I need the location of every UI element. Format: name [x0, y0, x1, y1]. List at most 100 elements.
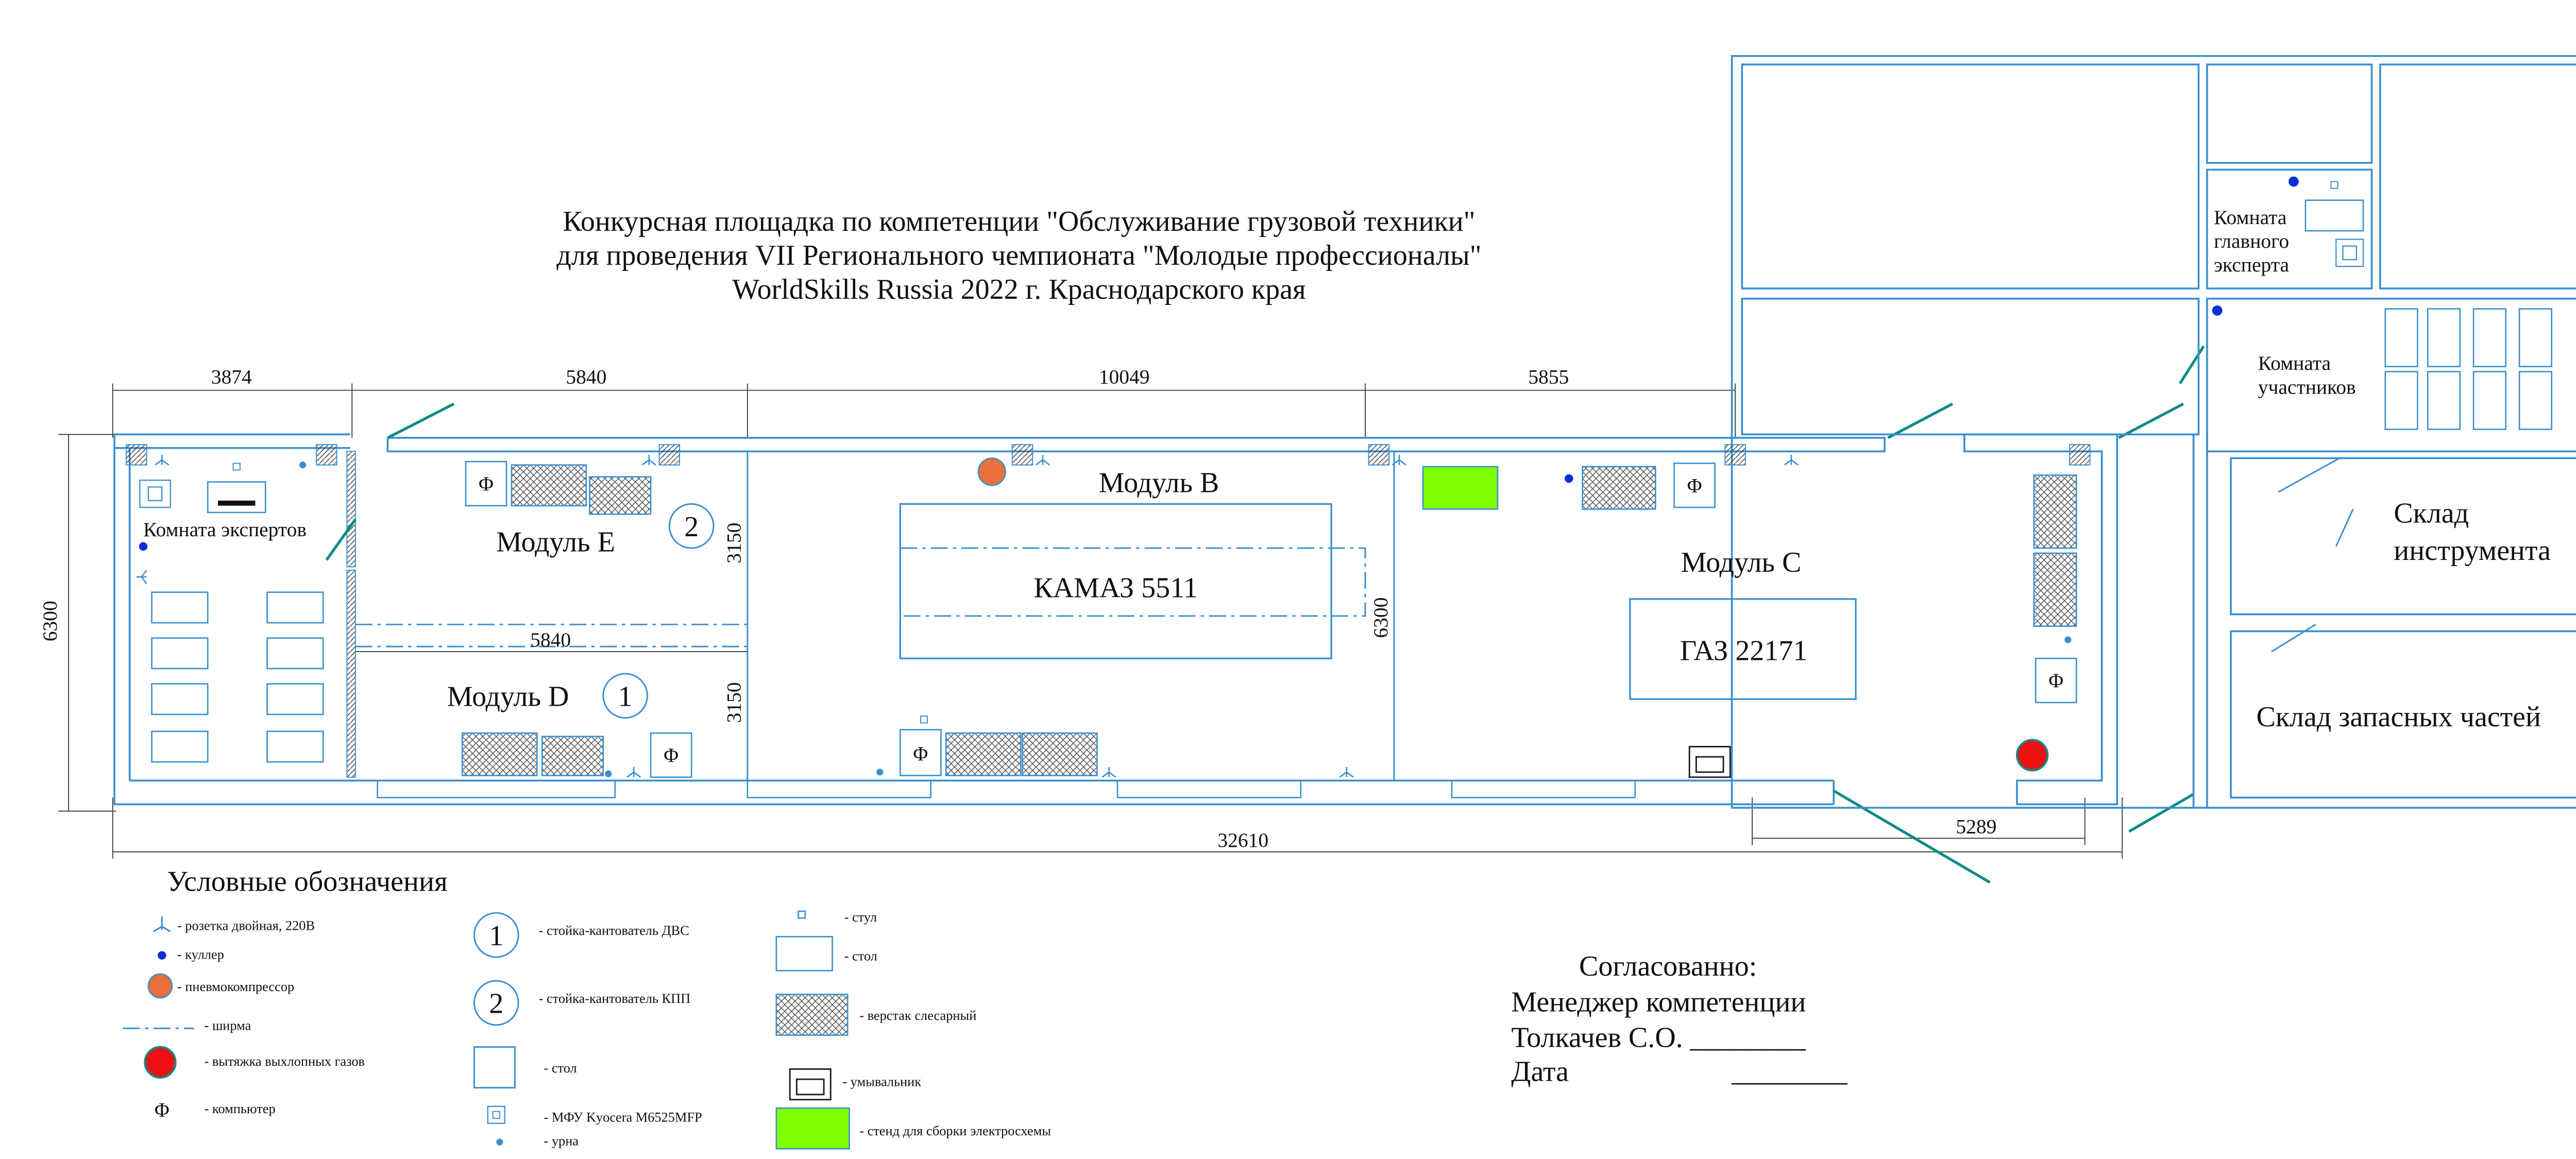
svg-text:Φ: Φ — [2048, 669, 2063, 692]
legend-col3-text: - стул - стол - верстак слесарный - умыв… — [842, 910, 1051, 1138]
dim-side-6300: 6300 — [39, 601, 61, 641]
experts-cooler-2 — [299, 462, 307, 469]
experts-desk-bar — [218, 500, 256, 506]
participants-room-label-1: Комната — [2258, 352, 2331, 374]
svg-text:- розетка двойная, 220В: - розетка двойная, 220В — [177, 918, 315, 933]
module-b-chair — [920, 715, 928, 724]
legend-bin-symbol — [496, 1138, 503, 1146]
electric-stand — [1422, 466, 1499, 510]
svg-text:Φ: Φ — [155, 1099, 170, 1121]
dim-10049: 10049 — [1099, 366, 1150, 388]
parts-store-label: Склад запасных частей — [2256, 701, 2541, 733]
module-c-label: Модуль С — [1681, 547, 1802, 578]
exhaust-extractor — [2015, 739, 2049, 772]
title-line-1: Конкурсная площадка по компетенции "Обсл… — [563, 206, 1475, 237]
participants-room-label-2: участников — [2258, 376, 2356, 398]
svg-text:- куллер: - куллер — [177, 947, 224, 962]
dim-total-32610: 32610 — [1217, 829, 1268, 851]
dim-inner-6300: 6300 — [1369, 598, 1392, 638]
legend-symbols: Φ — [123, 916, 194, 1121]
experts-room-partition — [346, 451, 356, 778]
wall-posts — [126, 444, 2091, 466]
annex-walls — [1731, 55, 2576, 809]
participants-cooler — [2212, 305, 2223, 316]
module-c-computer: Φ — [1673, 463, 1716, 508]
svg-text:- ширма: - ширма — [205, 1018, 251, 1033]
tool-store-label-1: Склад — [2394, 498, 2469, 530]
svg-text:- пневмокомпрессор: - пневмокомпрессор — [177, 979, 294, 994]
module-e-workbenches — [511, 464, 652, 515]
title-line-3: WorldSkills Russia 2022 г. Краснодарског… — [732, 274, 1306, 305]
dim-mid-5840: 5840 — [530, 628, 571, 651]
svg-text:Толкачев С.О. ________: Толкачев С.О. ________ — [1511, 1022, 1806, 1054]
top-dimensions — [112, 383, 1736, 438]
svg-text:Φ: Φ — [913, 742, 928, 765]
module-d-stand-num: 1 — [618, 680, 633, 712]
chief-mfp — [2335, 238, 2364, 267]
participant-tables — [2384, 308, 2552, 430]
compressor — [977, 457, 1006, 486]
experts-tables — [151, 481, 324, 763]
module-d-workbenches — [462, 732, 604, 776]
legend-title: Условные обозначения — [167, 866, 448, 898]
module-c-workbench — [1582, 466, 1656, 510]
tool-store-label-2: инструмента — [2394, 535, 2551, 567]
legend-col2-symbols — [473, 912, 519, 1124]
gaz-vehicle-label: ГАЗ 22171 — [1680, 635, 1807, 667]
legend-sink-symbol — [789, 1068, 832, 1101]
module-e-stand-num: 2 — [684, 511, 699, 543]
left-dimension — [58, 434, 116, 812]
chief-room-label-1: Комната — [2214, 206, 2286, 229]
chief-table — [2304, 199, 2364, 232]
experts-cooler — [139, 542, 148, 551]
svg-text:- стойка-кантователь ДВС: - стойка-кантователь ДВС — [539, 923, 689, 938]
legend-num-1: 1 — [489, 920, 503, 952]
svg-text:Φ: Φ — [479, 472, 494, 495]
module-d-bin — [605, 770, 612, 777]
module-c-right-computer: Φ — [2035, 657, 2077, 704]
dim-5289: 5289 — [1956, 815, 1996, 838]
annex-doors — [2271, 457, 2354, 653]
legend-col3-symbols — [775, 910, 850, 1150]
bottom-dimension — [112, 797, 2123, 859]
experts-chair — [232, 463, 241, 471]
svg-text:Дата: Дата — [1511, 1055, 1569, 1087]
door-swings — [325, 345, 2205, 884]
svg-text:- верстак слесарный: - верстак слесарный — [859, 1008, 976, 1023]
kamaz-vehicle — [899, 503, 1332, 659]
approval-block: Согласованно: Менеджер компетенции Толка… — [1511, 950, 1848, 1087]
svg-text:- урна: - урна — [544, 1134, 579, 1149]
svg-text:- вытяжка выхлопных газов: - вытяжка выхлопных газов — [205, 1054, 365, 1069]
chief-room-label-2: главного — [2214, 230, 2289, 252]
legend-col1-text: - розетка двойная, 220В - куллер - пневм… — [177, 918, 365, 1116]
title-line-2: для проведения VII Регионального чемпион… — [556, 240, 1481, 271]
svg-text:- МФУ Kyocera M6525MFP: - МФУ Kyocera M6525MFP — [544, 1110, 702, 1125]
svg-text:- умывальник: - умывальник — [842, 1074, 921, 1089]
experts-mfp — [139, 480, 171, 508]
svg-text:Φ: Φ — [1687, 474, 1702, 497]
legend-col2-text: - стойка-кантователь ДВС - стойка-кантов… — [539, 923, 702, 1148]
kamaz-vehicle-label: КАМАЗ 5511 — [1033, 572, 1198, 604]
experts-room-label: Комната экспертов — [143, 518, 307, 541]
svg-text:- стол: - стол — [544, 1061, 577, 1076]
plan-title: Конкурсная площадка по компетенции "Обсл… — [556, 206, 1481, 305]
svg-text:Φ: Φ — [664, 744, 679, 766]
dim-5855: 5855 — [1528, 366, 1569, 388]
module-d-stand-marker — [602, 673, 648, 719]
svg-text:- стенд для сборки электросхем: - стенд для сборки электросхемы — [859, 1123, 1051, 1138]
svg-text:- стол: - стол — [844, 949, 877, 964]
chief-room-label-3: эксперта — [2214, 253, 2289, 276]
dim-3874: 3874 — [211, 366, 252, 388]
svg-text:- стул: - стул — [844, 910, 877, 925]
module-b-bin — [876, 769, 884, 776]
module-b-computer: Φ — [899, 729, 942, 776]
bottom-windows — [377, 780, 1636, 798]
chief-chair — [2330, 181, 2338, 189]
module-c-sink — [1688, 746, 1731, 778]
module-c-right-cooler — [2064, 636, 2072, 643]
module-c-cooler — [1565, 474, 1573, 483]
dim-e-3150: 3150 — [723, 523, 745, 564]
legend-num-2: 2 — [489, 988, 503, 1020]
svg-text:- стойка-кантователь КПП: - стойка-кантователь КПП — [539, 991, 691, 1006]
